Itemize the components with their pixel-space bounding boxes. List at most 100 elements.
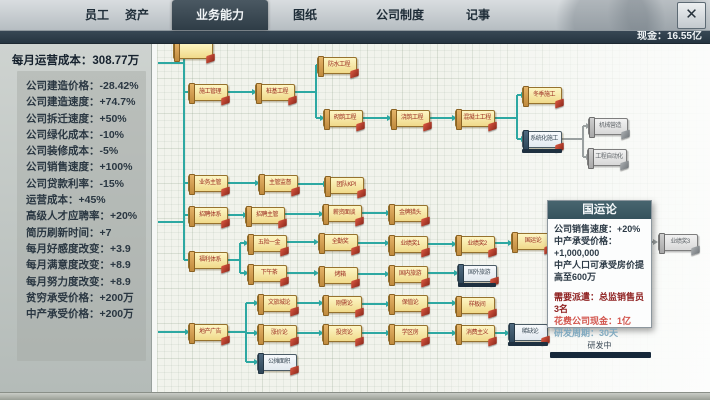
tree-connector: [158, 62, 184, 64]
tree-connector: [495, 332, 505, 334]
tech-node[interactable]: 投资论: [322, 324, 364, 347]
tech-node[interactable]: 国外旅游: [457, 264, 499, 287]
tree-connector: [183, 52, 185, 260]
tab-policy[interactable]: 公司制度: [375, 8, 424, 22]
tech-node[interactable]: 刚需论: [322, 295, 364, 318]
tech-node[interactable]: 金牌猎头: [388, 204, 430, 227]
tree-connector: [239, 243, 241, 273]
tech-node[interactable]: 桩基工程: [255, 83, 297, 106]
tech-node[interactable]: 文旅城论: [257, 294, 299, 317]
tech-node[interactable]: 烤箱: [318, 266, 360, 289]
stat-row: 每月努力度改变：+8.9: [26, 275, 131, 288]
tech-node[interactable]: 样板间: [455, 296, 497, 319]
tech-node[interactable]: 混凝土工程: [455, 109, 497, 132]
stats-panel: 每月运营成本：308.77万 公司建造价格：-28.42% 公司建造速度：+74.…: [0, 43, 152, 392]
tech-node[interactable]: 涨价论: [257, 324, 299, 347]
stat-row: 公司销售速度：+100%: [26, 161, 133, 174]
tech-node[interactable]: 主管监督: [258, 174, 300, 197]
monthly-cost-title: 每月运营成本：308.77万: [11, 55, 140, 67]
tree-connector: [158, 331, 185, 333]
tooltip-line: 公司销售速度：+20%: [554, 224, 641, 234]
tech-node[interactable]: 稀缺论: [508, 323, 550, 346]
tech-node[interactable]: 业绩奖2: [455, 235, 497, 258]
tree-connector: [297, 332, 319, 334]
tech-node[interactable]: 业务主管: [188, 174, 230, 197]
tech-node[interactable]: 招聘体系: [188, 206, 230, 229]
tab-assets[interactable]: 资产: [124, 8, 149, 22]
tech-node[interactable]: 业绩奖1: [388, 235, 430, 258]
tree-connector: [495, 117, 517, 119]
stat-row: 公司拆迁速度：+50%: [26, 112, 127, 125]
tree-connector: [562, 138, 583, 140]
tech-node[interactable]: 全勤奖: [318, 233, 360, 256]
tree-connector: [228, 331, 246, 333]
tech-node[interactable]: 浇筑工程: [390, 109, 432, 132]
tree-connector: [362, 332, 386, 334]
tech-node[interactable]: 地产广告: [188, 323, 230, 346]
tree-connector: [582, 126, 584, 157]
tech-node[interactable]: 冬季施工: [522, 86, 564, 109]
tooltip-line: 中产承受价格：+1,000,000: [554, 236, 618, 258]
tree-connector: [246, 302, 254, 304]
tree-connector: [362, 212, 386, 214]
tree-connector: [297, 302, 319, 304]
tree-connector: [428, 272, 454, 274]
tab-business[interactable]: 业务能力: [172, 0, 268, 30]
stat-row: 公司绿化成本：-10%: [26, 128, 125, 141]
stat-row: 公司建造速度：+74.7%: [26, 96, 136, 109]
tech-node[interactable]: 国运论: [511, 232, 553, 255]
tech-node[interactable]: 砌筑工程: [323, 109, 365, 132]
stat-row: 高级人才应聘率：+20%: [26, 210, 138, 223]
node-progress-bar: [522, 149, 562, 153]
tab-blueprints[interactable]: 图纸: [292, 8, 317, 22]
research-progress-bar: [550, 352, 651, 358]
node-progress-bar: [508, 342, 548, 346]
tab-journal[interactable]: 记事: [465, 8, 490, 22]
tree-connector: [358, 273, 385, 275]
tree-connector: [428, 332, 452, 334]
tree-connector: [287, 272, 314, 274]
tech-node[interactable]: 团队KPI: [324, 176, 366, 199]
stats-list: 公司建造价格：-28.42% 公司建造速度：+74.7% 公司拆迁速度：+50% 公司…: [17, 71, 146, 361]
tooltip-line: 需要派遣：总监销售员3名: [554, 292, 645, 314]
tech-node[interactable]: 招聘主管: [245, 206, 287, 229]
tree-connector: [516, 95, 518, 139]
tree-connector: [363, 117, 387, 119]
tree-connector: [430, 117, 452, 119]
tech-node[interactable]: 消费主义: [455, 324, 497, 347]
tech-node[interactable]: 施工管理: [188, 83, 230, 106]
tree-connector: [228, 182, 255, 184]
tree-connector: [158, 221, 184, 223]
stat-row: 每月好感度改变：+3.9: [26, 242, 131, 255]
tech-node[interactable]: 福利体系: [188, 251, 230, 274]
horizontal-scrollbar[interactable]: [0, 392, 710, 400]
tree-connector: [298, 183, 323, 185]
tech-node[interactable]: 公摊面积: [257, 353, 299, 376]
node-progress-bar: [458, 283, 496, 287]
tech-node[interactable]: 机械营造: [588, 117, 630, 140]
tab-employees[interactable]: 员工: [84, 8, 109, 22]
tech-node[interactable]: 下午茶: [247, 264, 289, 287]
tech-node[interactable]: 工程自动化: [587, 148, 629, 171]
stat-row: 公司装修成本：-5%: [26, 145, 119, 158]
tree-connector: [228, 91, 252, 93]
tech-node[interactable]: 五险一金: [247, 234, 289, 257]
close-icon[interactable]: ✕: [677, 2, 706, 29]
stat-row: 公司建造价格：-28.42%: [26, 80, 139, 92]
tech-node[interactable]: 系统化施工: [522, 130, 564, 153]
stat-row: 每月满意度改变：+8.9: [26, 259, 131, 272]
tech-node[interactable]: [173, 41, 215, 64]
tech-node[interactable]: 学区房: [388, 324, 430, 347]
tooltip-line: 研发周期：30天: [554, 328, 619, 338]
cash-bar: 现金：16.55亿: [0, 30, 710, 44]
tree-connector: [285, 213, 319, 215]
stat-row: 中产承受价格：+200万: [26, 308, 134, 321]
tech-node[interactable]: 业绩奖3: [658, 233, 700, 256]
tech-node[interactable]: 保值论: [388, 294, 430, 317]
tree-connector: [287, 241, 314, 243]
tech-node[interactable]: 薪资面谈: [322, 204, 364, 227]
tech-node[interactable]: 国内旅游: [388, 265, 430, 288]
tech-node[interactable]: 防水工程: [317, 56, 359, 79]
